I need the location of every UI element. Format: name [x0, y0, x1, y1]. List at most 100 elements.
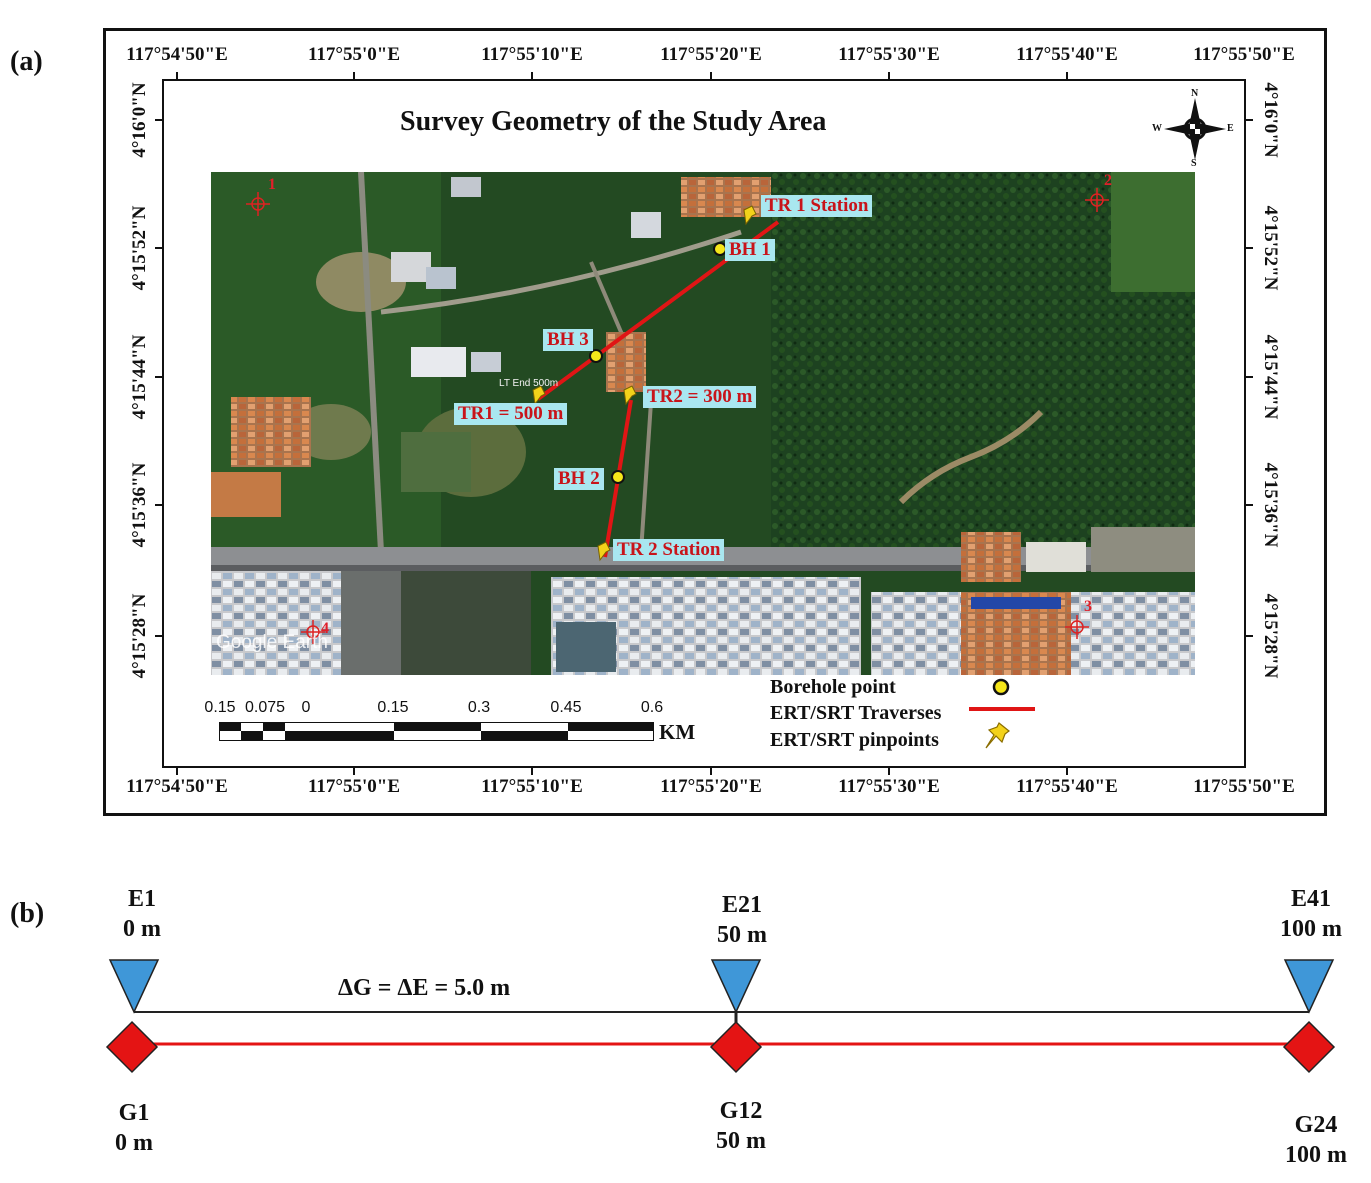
borehole-bh3: [589, 349, 603, 363]
map-title: Survey Geometry of the Study Area: [400, 106, 827, 137]
lon-label-bottom: 117°55'40"E: [1016, 776, 1118, 797]
lon-tick: [353, 72, 355, 80]
geophone-g1: [105, 1020, 159, 1074]
corner-marker-2: 2: [1104, 172, 1112, 189]
lon-label-top: 117°55'20"E: [660, 44, 762, 65]
lat-label-left: 4°15'28"N: [129, 593, 150, 679]
lt-end-label: LT End 500m: [499, 378, 559, 389]
callout-bh2: BH 2: [554, 468, 604, 490]
lon-tick: [353, 767, 355, 775]
lon-label-top: 117°55'40"E: [1016, 44, 1118, 65]
callout-tr1-station: TR 1 Station: [761, 195, 873, 217]
lon-label-top: 117°55'50"E: [1193, 44, 1295, 65]
compass-w: W: [1152, 123, 1162, 134]
lat-label-left: 4°15'44"N: [129, 334, 150, 420]
corner-marker-3: 3: [1084, 598, 1092, 615]
lat-tick: [1245, 376, 1253, 378]
map-inner-frame: [162, 79, 1246, 768]
callout-tr1-length: TR1 = 500 m: [454, 403, 568, 425]
lon-label-bottom: 117°55'0"E: [307, 776, 401, 797]
lat-label-right: 4°15'28"N: [1260, 593, 1281, 679]
lat-tick: [1245, 119, 1253, 121]
legend-borehole-icon: [990, 676, 1012, 702]
map-outer-frame: [103, 28, 1327, 816]
lon-tick: [710, 767, 712, 775]
lon-tick: [176, 72, 178, 80]
lon-label-top: 117°55'10"E: [481, 44, 583, 65]
lat-label-right: 4°16'0"N: [1260, 82, 1281, 158]
legend-traverse-line: [969, 707, 1035, 711]
lon-label-bottom: 117°55'50"E: [1193, 776, 1295, 797]
lon-label-top: 117°55'30"E: [838, 44, 940, 65]
pushpin-icon: [983, 721, 1013, 757]
google-earth-watermark: Google Earth: [216, 632, 328, 653]
compass-n: N: [1191, 88, 1199, 99]
lat-label-right: 4°15'36"N: [1260, 462, 1281, 548]
callout-tr2-station: TR 2 Station: [613, 539, 725, 561]
callout-tr2-length: TR2 = 300 m: [643, 386, 757, 408]
lon-tick: [1066, 72, 1068, 80]
lon-tick: [1066, 767, 1068, 775]
scale-label: 0.3: [467, 699, 491, 716]
compass-rose-icon: [1150, 88, 1240, 170]
lon-label-bottom: 117°54'50"E: [126, 776, 228, 797]
lat-tick: [155, 247, 163, 249]
scale-label: 0.075: [244, 699, 286, 716]
panel-a-label: (a): [10, 46, 43, 77]
compass-e: E: [1227, 123, 1234, 134]
lat-tick: [155, 635, 163, 637]
callout-bh1: BH 1: [725, 239, 775, 261]
scale-label: 0: [301, 699, 311, 716]
scale-unit: KM: [659, 720, 696, 744]
lat-tick: [155, 376, 163, 378]
array-diagram: [0, 950, 1371, 1084]
lon-tick: [176, 767, 178, 775]
compass-s: S: [1191, 158, 1197, 169]
corner-marker-4: 4: [321, 620, 329, 637]
scale-bar: [219, 722, 655, 746]
legend-borehole-label: Borehole point: [770, 676, 896, 698]
lat-label-right: 4°15'52"N: [1260, 205, 1281, 291]
panel-b-label: (b): [10, 898, 45, 929]
scale-label: 0.15: [204, 699, 236, 716]
scale-label: 0.45: [550, 699, 582, 716]
legend-pinpoint-label: ERT/SRT pinpoints: [770, 729, 939, 751]
electrode-e21: [710, 959, 762, 1014]
lat-tick: [155, 119, 163, 121]
geophone-g12: [709, 1020, 763, 1074]
lon-label-bottom: 117°55'10"E: [481, 776, 583, 797]
electrode-e41: [1283, 959, 1335, 1014]
lat-label-right: 4°15'44"N: [1260, 334, 1281, 420]
lon-label-bottom: 117°55'20"E: [660, 776, 762, 797]
lat-label-left: 4°15'52"N: [129, 205, 150, 291]
lon-tick: [888, 767, 890, 775]
lon-label-top: 117°54'50"E: [126, 44, 228, 65]
corner-marker-1: 1: [268, 176, 276, 193]
lon-label-top: 117°55'0"E: [307, 44, 401, 65]
lat-tick: [1245, 504, 1253, 506]
lon-tick: [710, 72, 712, 80]
lat-label-left: 4°15'36"N: [129, 462, 150, 548]
satellite-imagery: TR 1 Station BH 1 BH 3 TR2 = 300 m TR1 =…: [211, 172, 1195, 675]
geophone-g24: [1282, 1020, 1336, 1074]
lon-tick: [531, 767, 533, 775]
electrode-e1: [108, 959, 160, 1014]
lat-label-left: 4°16'0"N: [129, 82, 150, 158]
callout-bh3: BH 3: [543, 329, 593, 351]
legend-traverse-label: ERT/SRT Traverses: [770, 702, 942, 724]
borehole-bh2: [611, 470, 625, 484]
lat-tick: [1245, 247, 1253, 249]
lon-tick: [531, 72, 533, 80]
scale-label: 0.6: [640, 699, 664, 716]
spacing-label: ΔG = ΔE = 5.0 m: [338, 975, 511, 1001]
lon-label-bottom: 117°55'30"E: [838, 776, 940, 797]
scale-label: 0.15: [377, 699, 409, 716]
lat-tick: [155, 504, 163, 506]
lat-tick: [1245, 635, 1253, 637]
